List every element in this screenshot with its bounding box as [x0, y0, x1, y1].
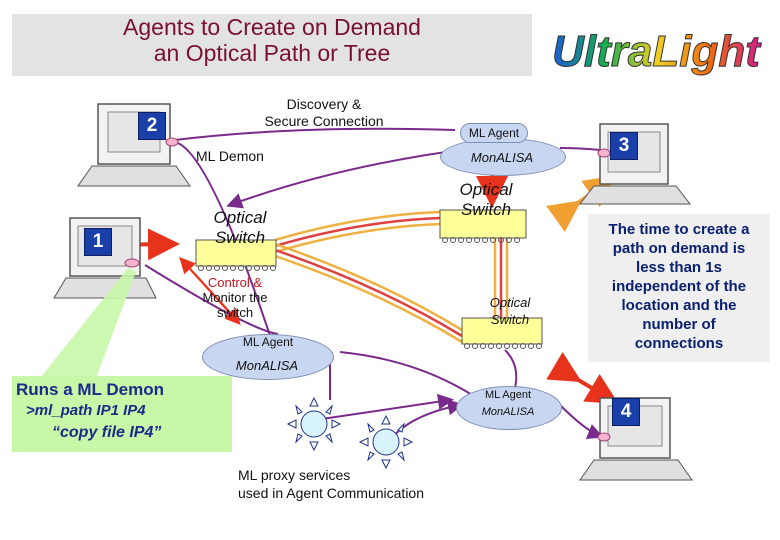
ml-agent-right: [456, 386, 562, 430]
title-line-2: an Optical Path or Tree: [153, 40, 391, 66]
note-line7: connections: [634, 335, 724, 352]
green-box-line1: Runs a ML Demon: [16, 380, 164, 399]
control-arrow-back: [179, 257, 238, 321]
proxy-line1: ML proxy services: [238, 467, 351, 483]
computer-icon-4: [579, 397, 693, 481]
fiber-links: [274, 210, 509, 344]
timing-note-text: The time to create a path on demand is l…: [588, 220, 770, 353]
ml-demon-command-box: [12, 376, 232, 452]
ml-demon-command-text: Runs a ML Demon >ml_path IP1 IP4 “copy f…: [16, 380, 230, 444]
switch-left-label: Optical Switch: [200, 208, 280, 248]
switch-right-line1: Optical: [489, 295, 531, 310]
optical-switch-top-icon: [439, 209, 527, 243]
logo-text: UltraLight: [552, 27, 762, 76]
computer-icon-2: [77, 103, 191, 187]
ml-agent-left-monalisa: MonALISA: [235, 358, 299, 373]
note-line3: less than 1s: [636, 259, 722, 276]
title-line-1: Agents to Create on Demand: [123, 14, 421, 40]
red-arrow-node4: [546, 351, 619, 405]
node-badge-4: 4: [612, 398, 640, 426]
optical-switch-right-icon: [461, 317, 543, 349]
switch-top-label: Optical Switch: [446, 180, 526, 220]
ml-agent-right-monalisa: MonALISA: [481, 406, 535, 418]
node-badge-3: 3: [610, 132, 638, 160]
green-box-line3: “copy file IP4”: [52, 424, 162, 441]
switch-right-label: Optical Switch: [468, 294, 552, 328]
timing-note-box: [588, 214, 770, 362]
ml-agent-top-monalisa: MonALISA: [470, 150, 534, 165]
note-line1: The time to create a: [608, 221, 750, 238]
switch-top-line1: Optical: [459, 180, 513, 199]
ultralight-logo: UltraLight: [540, 16, 772, 78]
ml-agent-left: [202, 334, 334, 380]
ml-demon-label: ML Demon: [196, 148, 264, 164]
note-line2: path on demand is: [612, 240, 746, 257]
node-badge-1: 1: [84, 228, 112, 256]
callout-wedge: [40, 268, 136, 378]
note-line4: independent of the: [611, 278, 747, 295]
note-line6: number of: [642, 316, 716, 333]
discovery-label-line1: Discovery &: [286, 96, 362, 112]
control-line2: Monitor the: [202, 290, 268, 305]
ml-agent-left-label: ML Agent: [242, 335, 294, 349]
switch-top-line2: Switch: [460, 200, 512, 219]
node-badge-2: 2: [138, 112, 166, 140]
title-box: Agents to Create on Demand an Optical Pa…: [12, 14, 532, 76]
switch-left-line2: Switch: [214, 228, 266, 247]
control-line1: Control &: [207, 275, 263, 290]
discovery-label: Discovery & Secure Connection: [232, 96, 416, 130]
discovery-label-line2: Secure Connection: [264, 113, 384, 129]
proxy-service-icon-2: [358, 414, 414, 470]
proxy-line2: used in Agent Communication: [238, 485, 424, 501]
ml-agent-top-box: ML Agent: [460, 123, 528, 143]
optical-switch-left-icon: [195, 239, 277, 271]
proxy-services-label: ML proxy services used in Agent Communic…: [238, 466, 498, 502]
ml-agent-right-label: ML Agent: [484, 389, 532, 401]
proxy-service-icon-1: [286, 396, 342, 452]
switch-right-line2: Switch: [490, 312, 530, 327]
switch-left-line1: Optical: [213, 208, 267, 227]
control-label: Control & Monitor the switch: [180, 275, 290, 320]
control-line3: switch: [216, 305, 254, 320]
note-line5: location and the: [621, 297, 737, 314]
green-box-line2: >ml_path IP1 IP4: [26, 402, 146, 419]
